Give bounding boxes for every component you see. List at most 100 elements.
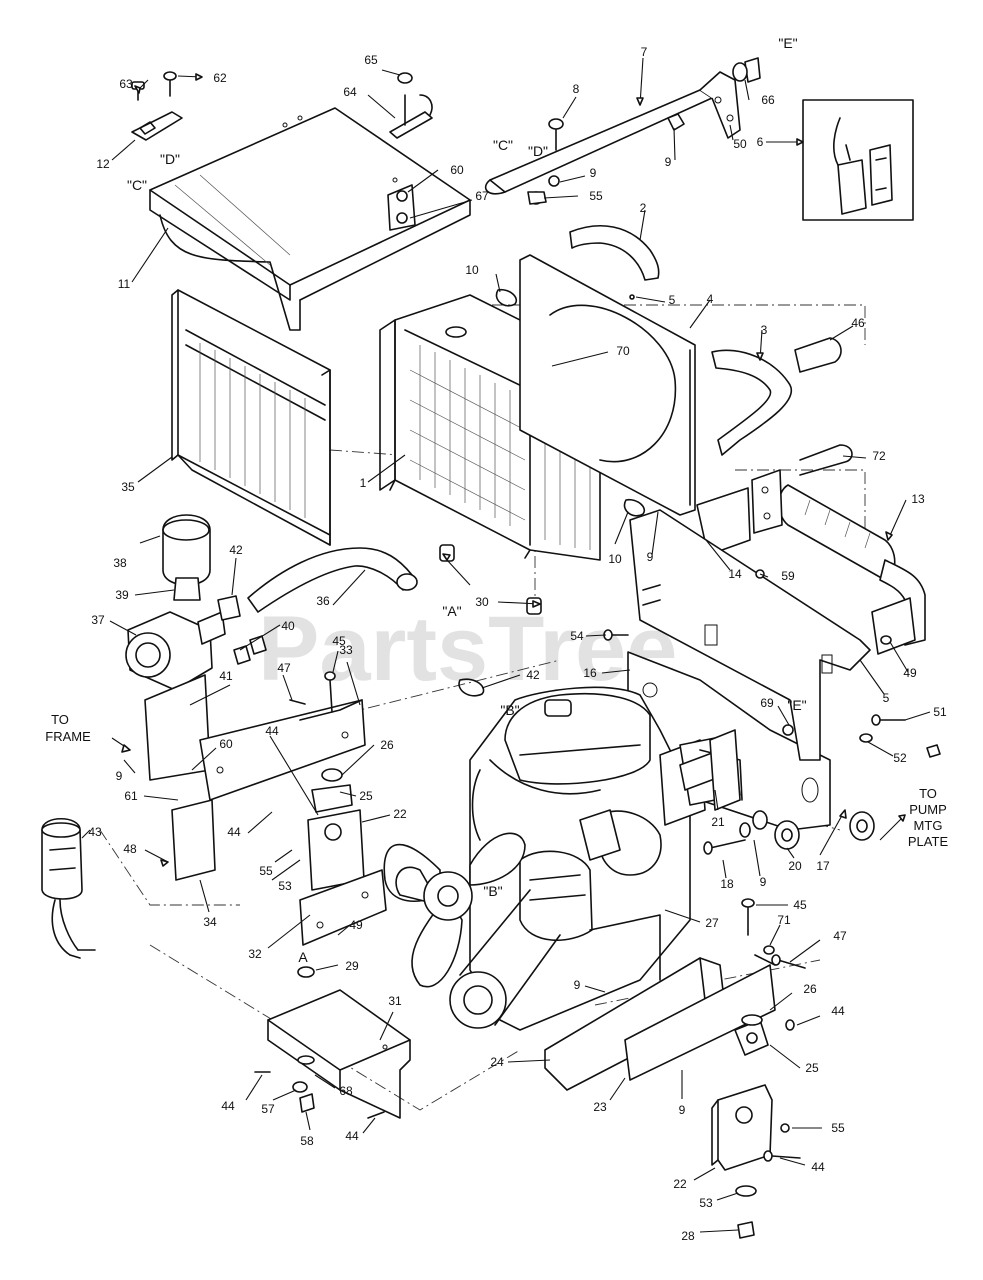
callout-9: 9 xyxy=(574,978,581,992)
callout-12: 12 xyxy=(96,157,110,171)
spacers-part-17-20 xyxy=(739,810,875,850)
callout-63: 63 xyxy=(119,77,133,91)
callout-18: 18 xyxy=(720,877,734,891)
callout-28: 28 xyxy=(681,1229,695,1243)
callout-41: 41 xyxy=(219,669,233,683)
tank-cover-part-11 xyxy=(149,107,471,331)
callout-37: 37 xyxy=(91,613,105,627)
callout-5: 5 xyxy=(883,691,890,705)
callout-16: 16 xyxy=(583,666,597,680)
callout-61: 61 xyxy=(124,789,138,803)
callout-46: 46 xyxy=(851,316,865,330)
callout-50: 50 xyxy=(733,137,747,151)
radiator-screen-part-35 xyxy=(171,289,331,546)
exhaust-pipe-part-21 xyxy=(679,729,741,811)
callout-59: 59 xyxy=(781,569,795,583)
engine-mount-part-22-lower xyxy=(711,1019,801,1239)
to-pump-line-3: MTG xyxy=(914,818,943,833)
callout-7: 7 xyxy=(641,45,648,59)
callout-40: 40 xyxy=(281,619,295,633)
callout-35: 35 xyxy=(121,480,135,494)
callout-42: 42 xyxy=(229,543,243,557)
callout-9: 9 xyxy=(647,550,654,564)
muffler-part-13 xyxy=(696,444,926,655)
callout-26: 26 xyxy=(380,738,394,752)
clamp-part-42 xyxy=(458,678,485,697)
callout-44: 44 xyxy=(811,1160,825,1174)
bracket-part-12 xyxy=(131,71,183,141)
callout-44: 44 xyxy=(265,724,279,738)
lower-rail-part-24 xyxy=(544,954,776,1091)
callout-49: 49 xyxy=(903,666,917,680)
ref-mark: A xyxy=(298,949,308,965)
callout-43: 43 xyxy=(88,825,102,839)
callout-23: 23 xyxy=(593,1100,607,1114)
callout-64: 64 xyxy=(343,85,357,99)
to-frame-line-2: FRAME xyxy=(45,729,91,744)
callout-47: 47 xyxy=(833,929,847,943)
ref-mark: "B" xyxy=(500,702,519,718)
callout-69: 69 xyxy=(760,696,774,710)
callout-49: 49 xyxy=(349,918,363,932)
callout-9: 9 xyxy=(590,166,597,180)
callout-10: 10 xyxy=(465,263,479,277)
callout-54: 54 xyxy=(570,629,584,643)
callout-26: 26 xyxy=(803,982,817,996)
to-frame-line-1: TO xyxy=(51,712,69,727)
callout-52: 52 xyxy=(893,751,907,765)
callout-30: 30 xyxy=(475,595,489,609)
callout-39: 39 xyxy=(115,588,129,602)
callout-24: 24 xyxy=(490,1055,504,1069)
fan-blade-assembly xyxy=(383,832,561,1029)
callout-25: 25 xyxy=(359,789,373,803)
ref-mark: "D" xyxy=(160,151,180,167)
callout-4: 4 xyxy=(707,292,714,306)
callout-22: 22 xyxy=(673,1177,687,1191)
callout-48: 48 xyxy=(123,842,137,856)
callout-70: 70 xyxy=(616,344,630,358)
fuel-filter-part-43 xyxy=(41,799,216,959)
spacer-block-part-31 xyxy=(254,966,411,1119)
to-pump-line-1: TO xyxy=(919,786,937,801)
callout-14: 14 xyxy=(728,567,742,581)
ref-mark: "D" xyxy=(528,143,548,159)
callout-21: 21 xyxy=(711,815,725,829)
callout-44: 44 xyxy=(345,1129,359,1143)
callout-71: 71 xyxy=(777,913,791,927)
callout-47: 47 xyxy=(277,661,291,675)
callout-53: 53 xyxy=(278,879,292,893)
ref-mark: "C" xyxy=(127,177,147,193)
callout-72: 72 xyxy=(872,449,886,463)
callout-32: 32 xyxy=(248,947,262,961)
callout-53: 53 xyxy=(699,1196,713,1210)
callout-68: 68 xyxy=(339,1084,353,1098)
callout-1: 1 xyxy=(360,476,367,490)
support-bar-part-7 xyxy=(484,57,761,205)
callout-42: 42 xyxy=(526,668,540,682)
to-pump-line-4: PLATE xyxy=(908,834,949,849)
callout-5: 5 xyxy=(669,293,676,307)
callout-8: 8 xyxy=(573,82,580,96)
callout-9: 9 xyxy=(679,1103,686,1117)
callout-17: 17 xyxy=(816,859,830,873)
callout-55: 55 xyxy=(589,189,603,203)
to-pump-line-2: PUMP xyxy=(909,802,947,817)
callout-65: 65 xyxy=(364,53,378,67)
callout-3: 3 xyxy=(761,323,768,337)
callout-9: 9 xyxy=(665,155,672,169)
lower-hose-part-3 xyxy=(711,337,842,456)
upper-hose-part-2 xyxy=(569,225,660,281)
callout-45: 45 xyxy=(332,634,346,648)
lower-support-part-5 xyxy=(629,509,871,761)
reference-marks: "E" "C" "D" "D" "C" "A" "B" "E" "B" A xyxy=(127,35,807,965)
clamps-part-10 xyxy=(495,288,645,517)
callout-2: 2 xyxy=(640,201,647,215)
callout-27: 27 xyxy=(705,916,719,930)
bolts-hardware xyxy=(603,569,941,969)
callout-60: 60 xyxy=(450,163,464,177)
washer-part-60-67 xyxy=(387,184,416,231)
watermark: PartsTree xyxy=(258,598,677,700)
ref-mark: "B" xyxy=(483,883,502,899)
callout-57: 57 xyxy=(261,1102,275,1116)
